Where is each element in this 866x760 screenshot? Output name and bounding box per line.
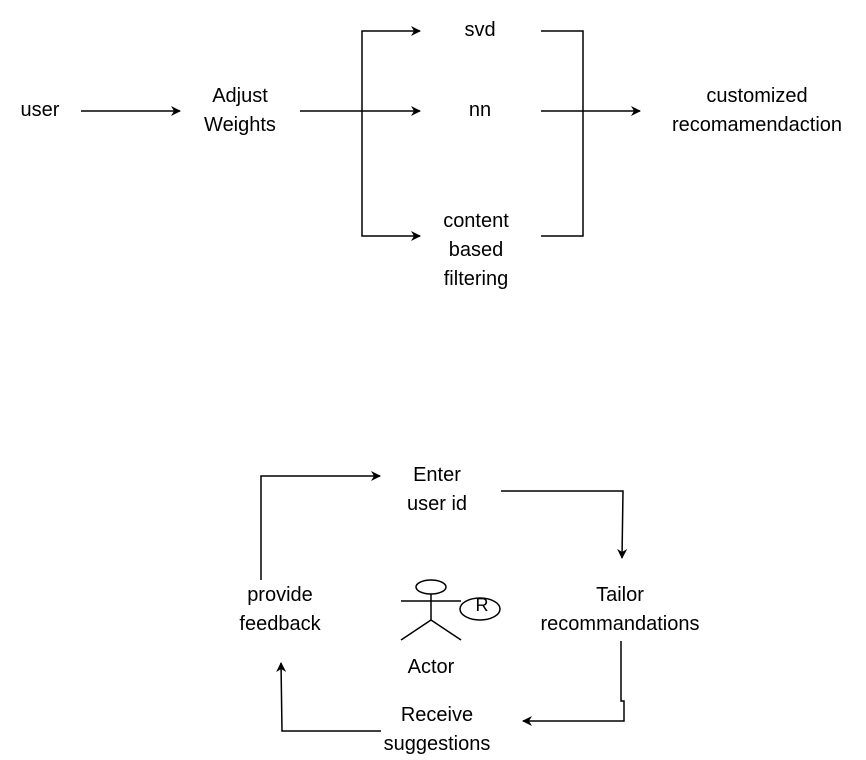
line-content-based-out	[541, 111, 584, 237]
arrow-tailor-to-receive	[522, 641, 625, 726]
arrow-feedback-to-enter	[260, 471, 381, 580]
node-tailor-recommendations: Tailor recommandations	[540, 584, 700, 635]
arrow-enter-to-tailor	[501, 490, 628, 559]
node-nn: nn	[468, 99, 492, 121]
node-customized-recommendation: customized recomamendaction	[671, 85, 843, 136]
arrow-to-content-based-filtering	[361, 111, 421, 241]
node-enter-user-id: Enter user id	[406, 464, 468, 515]
node-content-based-filtering: content based filtering	[443, 210, 509, 290]
node-provide-feedback: provide feedback	[239, 584, 321, 635]
node-adjust-weights: Adjust Weights	[204, 85, 276, 136]
line-svd-out	[541, 30, 584, 111]
node-receive-suggestions: Receive suggestions	[383, 704, 491, 755]
actor-badge-outline	[459, 597, 501, 621]
arrow-to-svd	[361, 26, 421, 111]
actor-badge-label: R	[475, 595, 489, 615]
arrow-receive-to-feedback	[276, 662, 381, 732]
node-user: user	[20, 99, 60, 121]
actor-icon	[400, 579, 462, 641]
actor-label: Actor	[407, 656, 455, 678]
node-svd: svd	[464, 19, 496, 41]
